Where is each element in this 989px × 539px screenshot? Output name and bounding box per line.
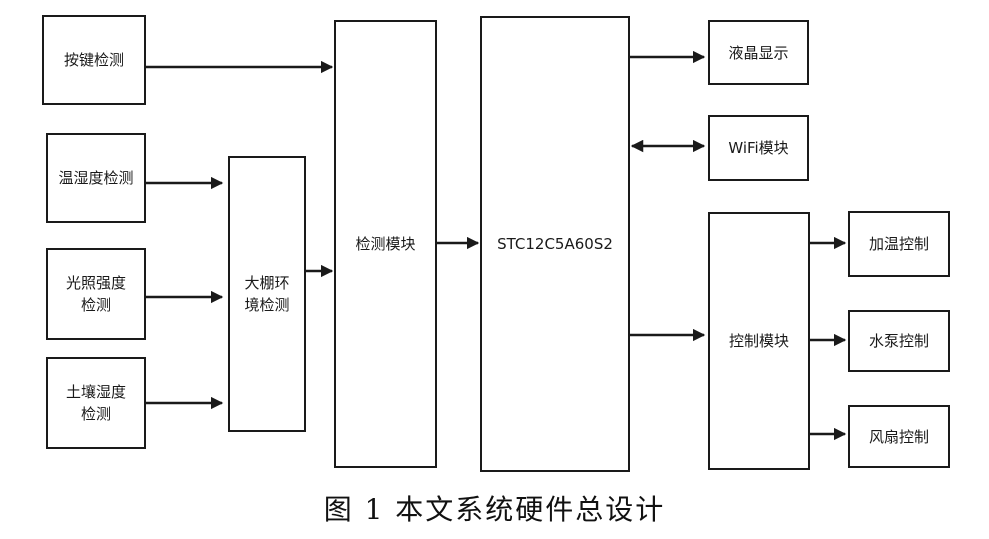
heating-control-label: 加温控制	[868, 235, 929, 253]
button-detect-label: 按键检测	[63, 51, 124, 69]
wifi-module-box: WiFi模块	[708, 115, 809, 181]
fan-control-label: 风扇控制	[868, 427, 929, 446]
control-module-box: 控制模块	[708, 212, 810, 470]
soil-humidity-detect-label: 土壤湿度检测	[65, 383, 126, 423]
soil-humidity-detect-box: 土壤湿度检测	[46, 357, 146, 449]
figure-caption: 图 1 本文系统硬件总设计	[323, 493, 666, 526]
light-intensity-detect-label: 光照强度检测	[65, 274, 126, 314]
fan-control-box: 风扇控制	[848, 405, 950, 468]
pump-control-box: 水泵控制	[848, 310, 950, 372]
mcu-box: STC12C5A60S2	[480, 16, 630, 472]
greenhouse-env-detect-box: 大棚环境检测	[228, 156, 306, 432]
detection-module-box: 检测模块	[334, 20, 437, 468]
lcd-display-label: 液晶显示	[728, 43, 789, 62]
light-intensity-detect-box: 光照强度检测	[46, 248, 146, 340]
detection-module-label: 检测模块	[355, 235, 416, 253]
temp-humidity-detect-box: 温湿度检测	[46, 133, 146, 223]
greenhouse-env-detect-label: 大棚环境检测	[244, 274, 290, 314]
control-module-label: 控制模块	[728, 332, 789, 350]
mcu-label: STC12C5A60S2	[497, 235, 613, 253]
lcd-display-box: 液晶显示	[708, 20, 809, 85]
heating-control-box: 加温控制	[848, 211, 950, 277]
temp-humidity-detect-label: 温湿度检测	[58, 169, 134, 187]
wifi-module-label: WiFi模块	[728, 139, 789, 157]
button-detect-box: 按键检测	[42, 15, 146, 105]
pump-control-label: 水泵控制	[868, 332, 929, 350]
